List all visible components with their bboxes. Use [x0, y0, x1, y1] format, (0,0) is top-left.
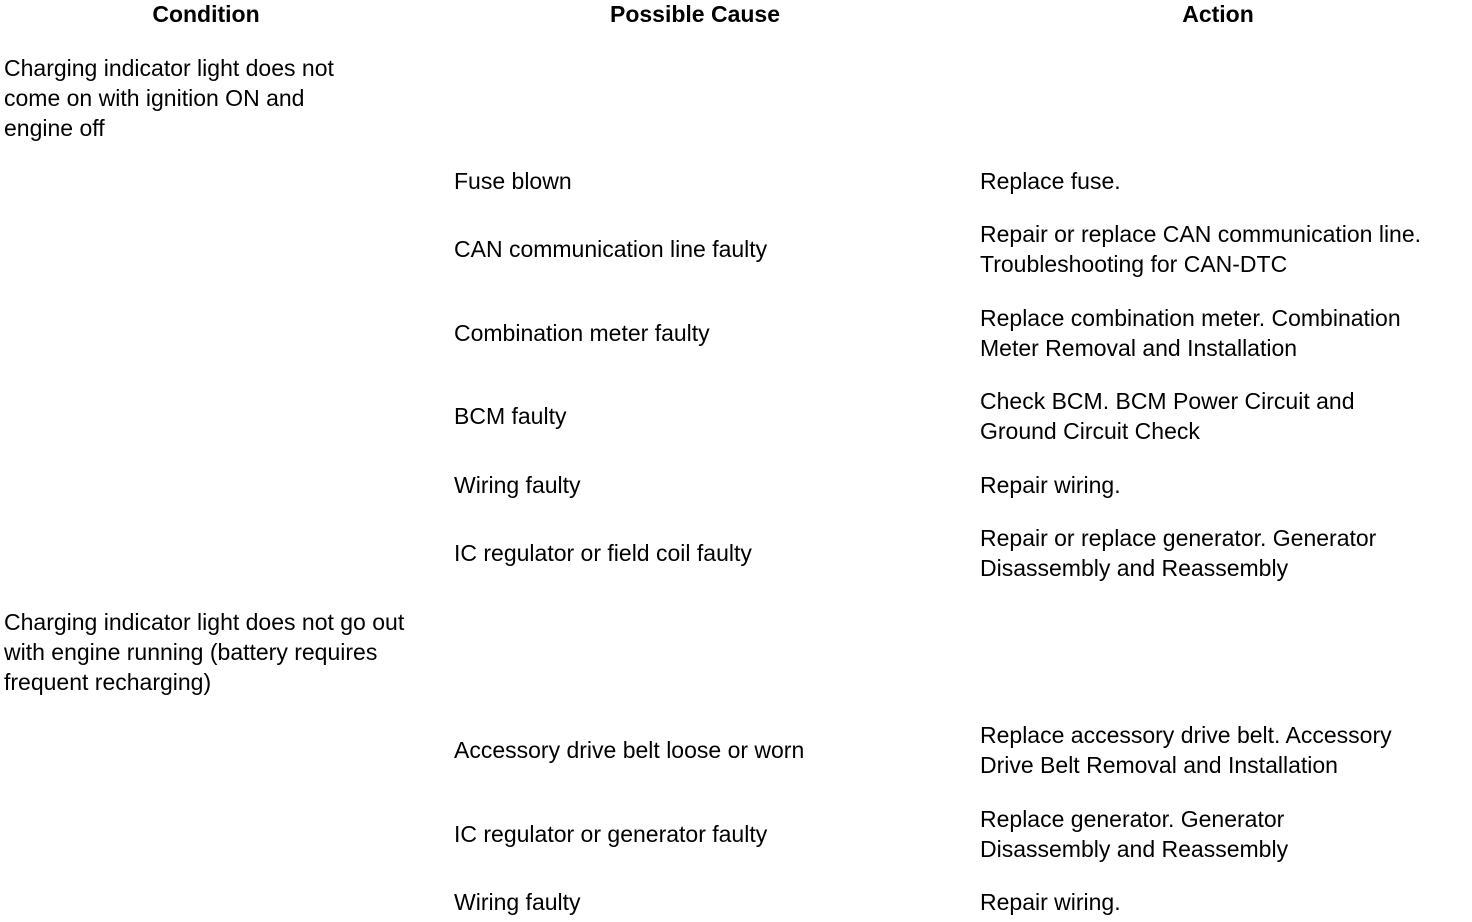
action-cell: Repair wiring. — [980, 472, 1121, 498]
action-cell: Replace combination meter. Combination M… — [980, 305, 1401, 361]
cause-cell: IC regulator or generator faulty — [454, 821, 768, 847]
header-condition: Condition — [152, 1, 260, 27]
cause-cell: BCM faulty — [454, 403, 567, 429]
header-action: Action — [1182, 1, 1254, 27]
action-cell: Repair wiring. — [980, 889, 1121, 915]
action-cell: Replace generator. Generator Disassembly… — [980, 806, 1289, 862]
condition-cell: Charging indicator light does not go out… — [4, 609, 405, 695]
action-cell: Check BCM. BCM Power Circuit and Ground … — [980, 388, 1355, 444]
cause-cell: Accessory drive belt loose or worn — [454, 737, 805, 763]
cause-cell: Wiring faulty — [454, 472, 581, 498]
action-cell: Repair or replace CAN communication line… — [980, 221, 1422, 277]
condition-cell: Charging indicator light does not come o… — [4, 55, 334, 141]
header-possible-cause: Possible Cause — [609, 1, 781, 27]
cause-cell: Fuse blown — [454, 168, 572, 194]
action-cell: Replace accessory drive belt. Accessory … — [980, 722, 1392, 778]
cause-cell: IC regulator or field coil faulty — [454, 540, 752, 566]
cause-cell: Combination meter faulty — [454, 320, 710, 346]
cause-cell: CAN communication line faulty — [454, 236, 768, 262]
cause-cell: Wiring faulty — [454, 889, 581, 915]
action-cell: Repair or replace generator. Generator D… — [980, 525, 1377, 581]
action-cell: Replace fuse. — [980, 168, 1121, 194]
